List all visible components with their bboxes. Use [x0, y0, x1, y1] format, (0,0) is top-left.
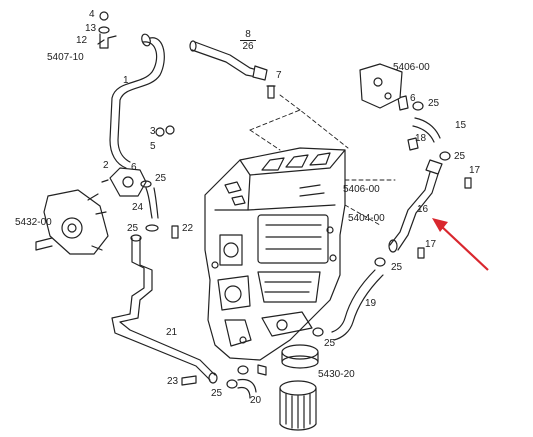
highlight-arrow: [432, 218, 489, 271]
label-part-3: 3: [150, 126, 156, 137]
label-part-5407-10: 5407-10: [47, 52, 84, 63]
clamp-25-g: [226, 379, 238, 389]
label-part-25-e: 25: [391, 262, 403, 273]
label-part-6-right: 6: [410, 93, 416, 104]
fitting-6-right: [397, 95, 409, 111]
label-part-21: 21: [166, 327, 178, 338]
label-part-17-b: 17: [425, 239, 437, 250]
label-part-2: 2: [103, 160, 109, 171]
label-part-12: 12: [76, 35, 88, 46]
label-part-13: 13: [85, 23, 97, 34]
fitting-18: [407, 137, 419, 151]
bolt-7: [266, 85, 276, 99]
bracket-5406-00: [359, 63, 403, 109]
pipe-16: [388, 159, 443, 253]
label-part-18: 18: [415, 133, 427, 144]
hose-20: [237, 364, 267, 399]
label-part-8: 8: [245, 29, 251, 40]
engine-block: [204, 147, 346, 361]
clamp-25-c: [412, 101, 424, 111]
label-part-8-26: 8 26: [240, 29, 256, 52]
label-part-25-b: 25: [127, 223, 139, 234]
fittings-3-5: [155, 125, 175, 137]
water-pump: [35, 189, 109, 255]
label-part-5406-00-mid: 5406-00: [343, 184, 380, 195]
label-part-25-a: 25: [155, 173, 167, 184]
label-part-5: 5: [150, 141, 156, 152]
label-part-5404-00: 5404-00: [348, 213, 385, 224]
label-part-15: 15: [455, 120, 467, 131]
label-part-5406-00-top: 5406-00: [393, 62, 430, 73]
bolt-17-b: [417, 247, 425, 259]
hose-1: [109, 33, 165, 169]
label-part-5432-00: 5432-00: [15, 217, 52, 228]
label-part-22: 22: [182, 223, 194, 234]
label-part-1: 1: [123, 75, 129, 86]
clamp-25-f: [312, 327, 324, 337]
label-part-23: 23: [167, 376, 179, 387]
label-part-4: 4: [89, 9, 95, 20]
label-part-24: 24: [132, 202, 144, 213]
thermostat-housing-2-6: [101, 167, 147, 197]
label-part-26: 26: [240, 40, 256, 52]
clamp-25-near-20: [237, 365, 249, 375]
clamp-25-d: [439, 151, 451, 161]
label-part-17-a: 17: [469, 165, 481, 176]
bolt-22: [171, 225, 179, 239]
label-part-6: 6: [131, 162, 137, 173]
bolt-23: [181, 375, 197, 386]
pipe-8-26: [189, 40, 268, 81]
label-part-19: 19: [365, 298, 377, 309]
label-part-25-f: 25: [324, 338, 336, 349]
label-part-25-d: 25: [454, 151, 466, 162]
label-part-25-g: 25: [211, 388, 223, 399]
hose-15: [412, 117, 441, 143]
clamp-25-e: [374, 257, 386, 267]
label-part-16: 16: [417, 204, 429, 215]
oil-filter: [279, 344, 319, 431]
hose-24: [145, 187, 159, 219]
clamp-25-a: [140, 180, 152, 188]
bolt-17-a: [464, 177, 472, 189]
clip-4-13-12: [97, 11, 117, 49]
label-part-25-c: 25: [428, 98, 440, 109]
label-part-7: 7: [276, 70, 282, 81]
hose-19: [331, 269, 384, 341]
label-part-20: 20: [250, 395, 262, 406]
label-part-5430-20: 5430-20: [318, 369, 355, 380]
clamp-25-b: [145, 224, 159, 232]
pipe-21: [111, 234, 218, 384]
